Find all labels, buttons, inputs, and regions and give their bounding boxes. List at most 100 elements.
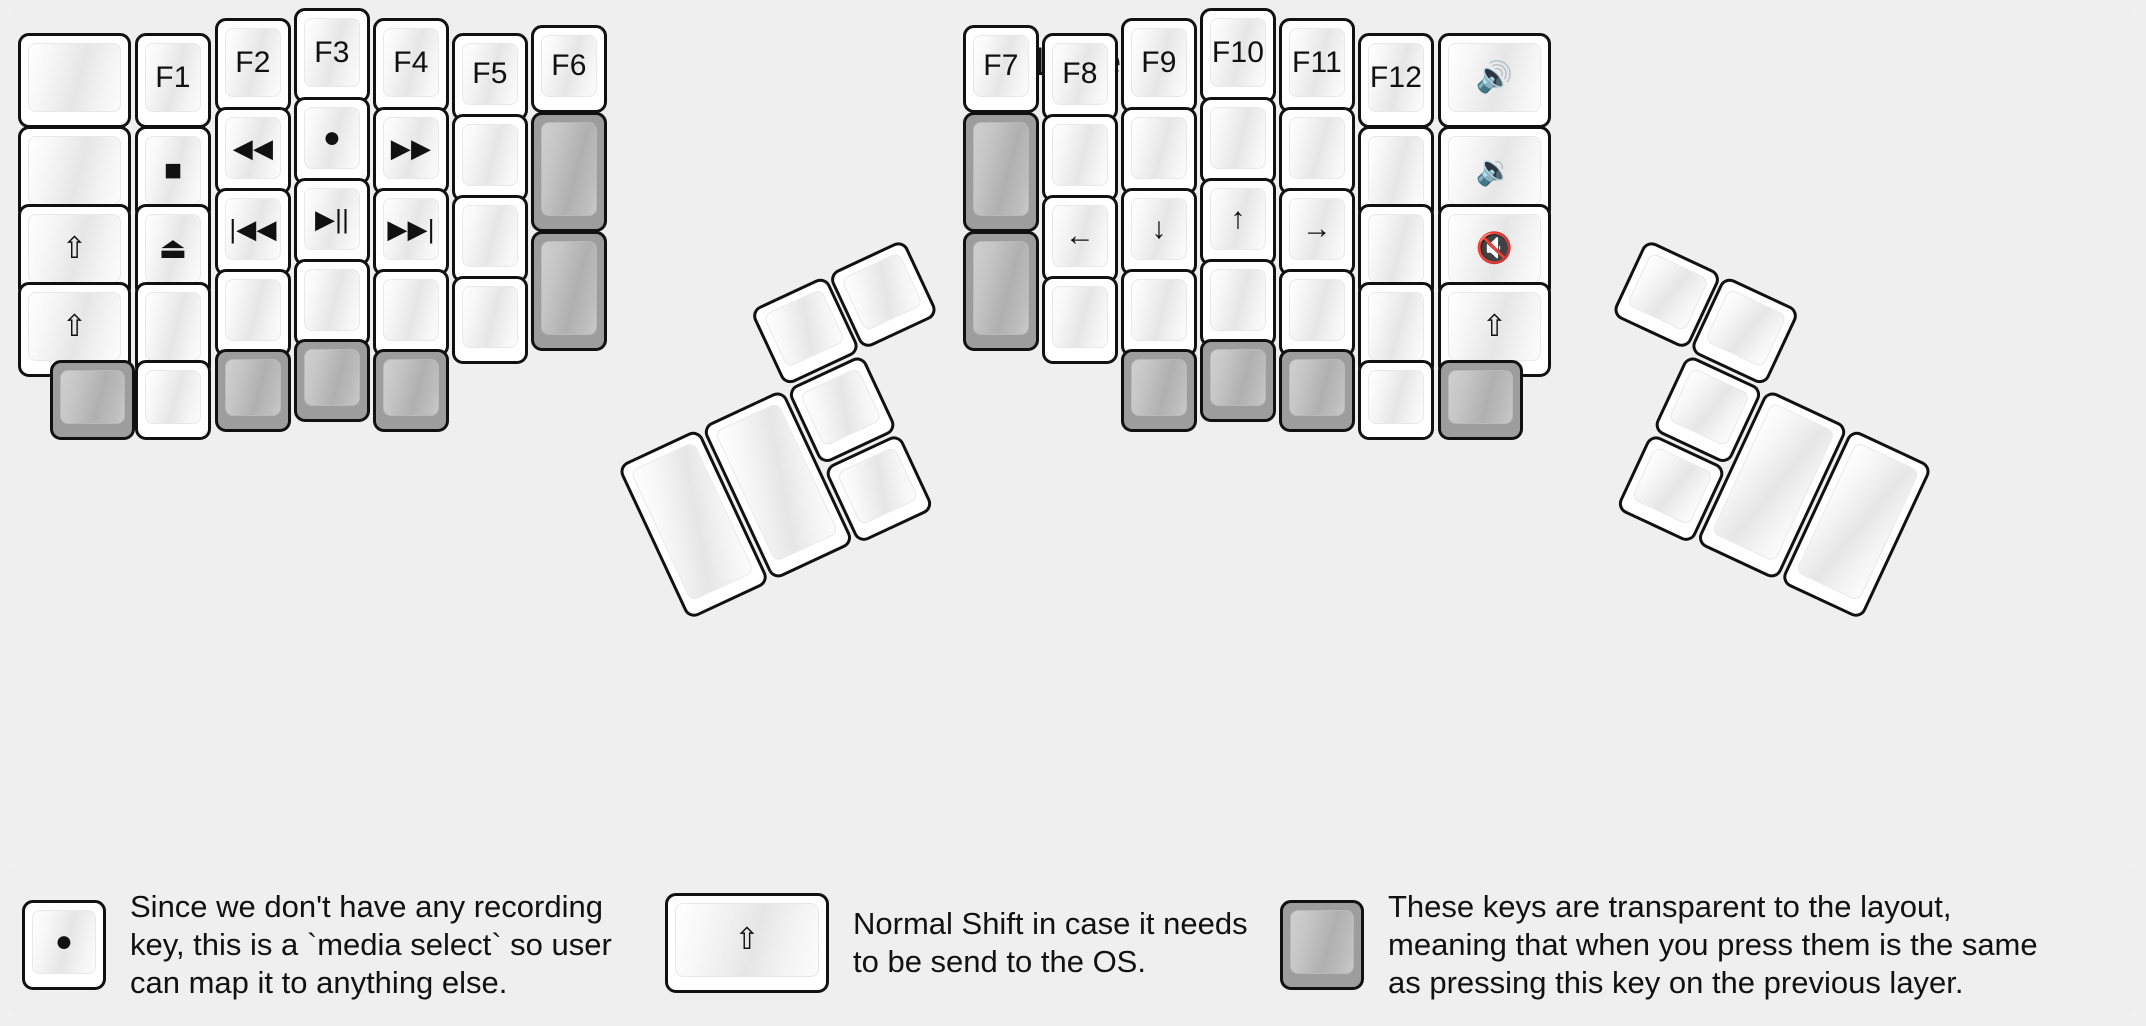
key-blank-14[interactable] xyxy=(1121,269,1197,357)
key-f3[interactable]: F3 xyxy=(294,8,370,103)
keycap: F4 xyxy=(383,28,439,97)
keycap: ⇧ xyxy=(1448,292,1541,361)
keycap: ● xyxy=(32,909,96,974)
keycap xyxy=(1131,279,1187,341)
keycap xyxy=(145,370,201,424)
key-fast-forward[interactable]: ▶▶ xyxy=(373,107,449,195)
key-blank-17[interactable] xyxy=(1279,107,1355,195)
shift-icon: ⇧ xyxy=(1481,309,1508,343)
arrow-down-icon: ↓ xyxy=(1151,212,1167,245)
legend-transparent-key[interactable] xyxy=(1280,899,1364,990)
keycap: ▶|| xyxy=(304,188,360,250)
keycap: ◀◀ xyxy=(225,117,281,179)
key-transparent-4[interactable] xyxy=(373,349,449,432)
keycap xyxy=(145,292,201,361)
keycap: F8 xyxy=(1052,43,1108,105)
key-f1[interactable]: F1 xyxy=(135,33,211,128)
key-arrow-down[interactable]: ↓ xyxy=(1121,188,1197,276)
key-blank-15[interactable] xyxy=(1200,97,1276,185)
key-transparent-8[interactable] xyxy=(963,231,1039,351)
keycap xyxy=(462,286,518,348)
keycap xyxy=(836,446,919,526)
keycap: F7 xyxy=(973,35,1029,97)
key-blank-8[interactable] xyxy=(452,114,528,202)
keycap: ⇧ xyxy=(28,214,121,295)
key-f8[interactable]: F8 xyxy=(1042,33,1118,121)
key-volume-up[interactable]: 🔊 xyxy=(1438,33,1551,128)
keycap xyxy=(225,359,281,416)
legend-transparent-text: These keys are transparent to the layout… xyxy=(1388,889,2038,1000)
key-blank-12[interactable] xyxy=(1042,276,1118,364)
key-blank-1[interactable] xyxy=(18,33,131,128)
key-record[interactable]: ● xyxy=(294,97,370,185)
key-blank-22[interactable] xyxy=(1358,360,1434,440)
key-play-pause[interactable]: ▶|| xyxy=(294,178,370,266)
key-transparent-5[interactable] xyxy=(531,112,607,232)
legend-shift-key[interactable]: ⇧ xyxy=(665,893,829,993)
keycap xyxy=(1290,909,1354,974)
key-transparent-12[interactable] xyxy=(1438,360,1523,440)
key-transparent-11[interactable] xyxy=(1279,349,1355,432)
keycap: ← xyxy=(1052,205,1108,267)
keycap xyxy=(973,122,1029,216)
key-blank-7[interactable] xyxy=(373,269,449,357)
key-blank-5[interactable] xyxy=(215,269,291,357)
key-blank-9[interactable] xyxy=(452,195,528,283)
key-f5[interactable]: F5 xyxy=(452,33,528,121)
keycap xyxy=(1667,367,1751,447)
key-transparent-1[interactable] xyxy=(50,360,135,440)
key-blank-13[interactable] xyxy=(1121,107,1197,195)
keycap: F11 xyxy=(1289,28,1345,97)
key-transparent-3[interactable] xyxy=(294,339,370,422)
key-next-track[interactable]: ▶▶| xyxy=(373,188,449,276)
key-f2[interactable]: F2 xyxy=(215,18,291,113)
keycap xyxy=(1631,446,1714,526)
volume-down-icon: 🔉 xyxy=(1475,153,1514,187)
key-f10[interactable]: F10 xyxy=(1200,8,1276,103)
keycap xyxy=(973,241,1029,335)
key-transparent-9[interactable] xyxy=(1121,349,1197,432)
keycap: 🔇 xyxy=(1448,214,1541,283)
key-f7[interactable]: F7 xyxy=(963,25,1039,113)
key-blank-6[interactable] xyxy=(294,259,370,347)
key-prev-track[interactable]: |◀◀ xyxy=(215,188,291,276)
key-blank-16[interactable] xyxy=(1200,259,1276,347)
keycap xyxy=(799,367,883,447)
legend-panel xyxy=(8,866,2136,1016)
keycap: F6 xyxy=(541,35,597,97)
keycap xyxy=(383,359,439,416)
keycap xyxy=(1368,292,1424,361)
key-transparent-7[interactable] xyxy=(963,112,1039,232)
key-transparent-10[interactable] xyxy=(1200,339,1276,422)
stop-icon: ■ xyxy=(163,153,183,187)
key-f12[interactable]: F12 xyxy=(1358,33,1434,128)
keycap xyxy=(28,43,121,112)
key-f11[interactable]: F11 xyxy=(1279,18,1355,113)
legend-transparent: These keys are transparent to the layout… xyxy=(1280,888,2038,1001)
key-blank-11[interactable] xyxy=(1042,114,1118,202)
key-f9[interactable]: F9 xyxy=(1121,18,1197,113)
key-transparent-6[interactable] xyxy=(531,231,607,351)
keycap xyxy=(762,288,846,369)
eject-icon: ⏏ xyxy=(158,231,188,265)
key-blank-18[interactable] xyxy=(1279,269,1355,357)
keycap xyxy=(1289,279,1345,341)
key-transparent-2[interactable] xyxy=(215,349,291,432)
caps-lock-icon: ⇧ xyxy=(61,231,88,265)
key-arrow-left[interactable]: ← xyxy=(1042,195,1118,283)
key-arrow-right[interactable]: → xyxy=(1279,188,1355,276)
key-rewind[interactable]: ◀◀ xyxy=(215,107,291,195)
keycap: ▶▶ xyxy=(383,117,439,179)
key-arrow-up[interactable]: ↑ xyxy=(1200,178,1276,266)
key-f4[interactable]: F4 xyxy=(373,18,449,113)
key-blank-4[interactable] xyxy=(135,360,211,440)
legend-record-key[interactable]: ● xyxy=(22,899,106,990)
keycap: ■ xyxy=(145,136,201,205)
key-f6[interactable]: F6 xyxy=(531,25,607,113)
keycap: F10 xyxy=(1210,18,1266,87)
keycap xyxy=(840,252,924,332)
shift-icon: ⇧ xyxy=(61,309,88,343)
key-blank-10[interactable] xyxy=(452,276,528,364)
keycap xyxy=(383,279,439,341)
